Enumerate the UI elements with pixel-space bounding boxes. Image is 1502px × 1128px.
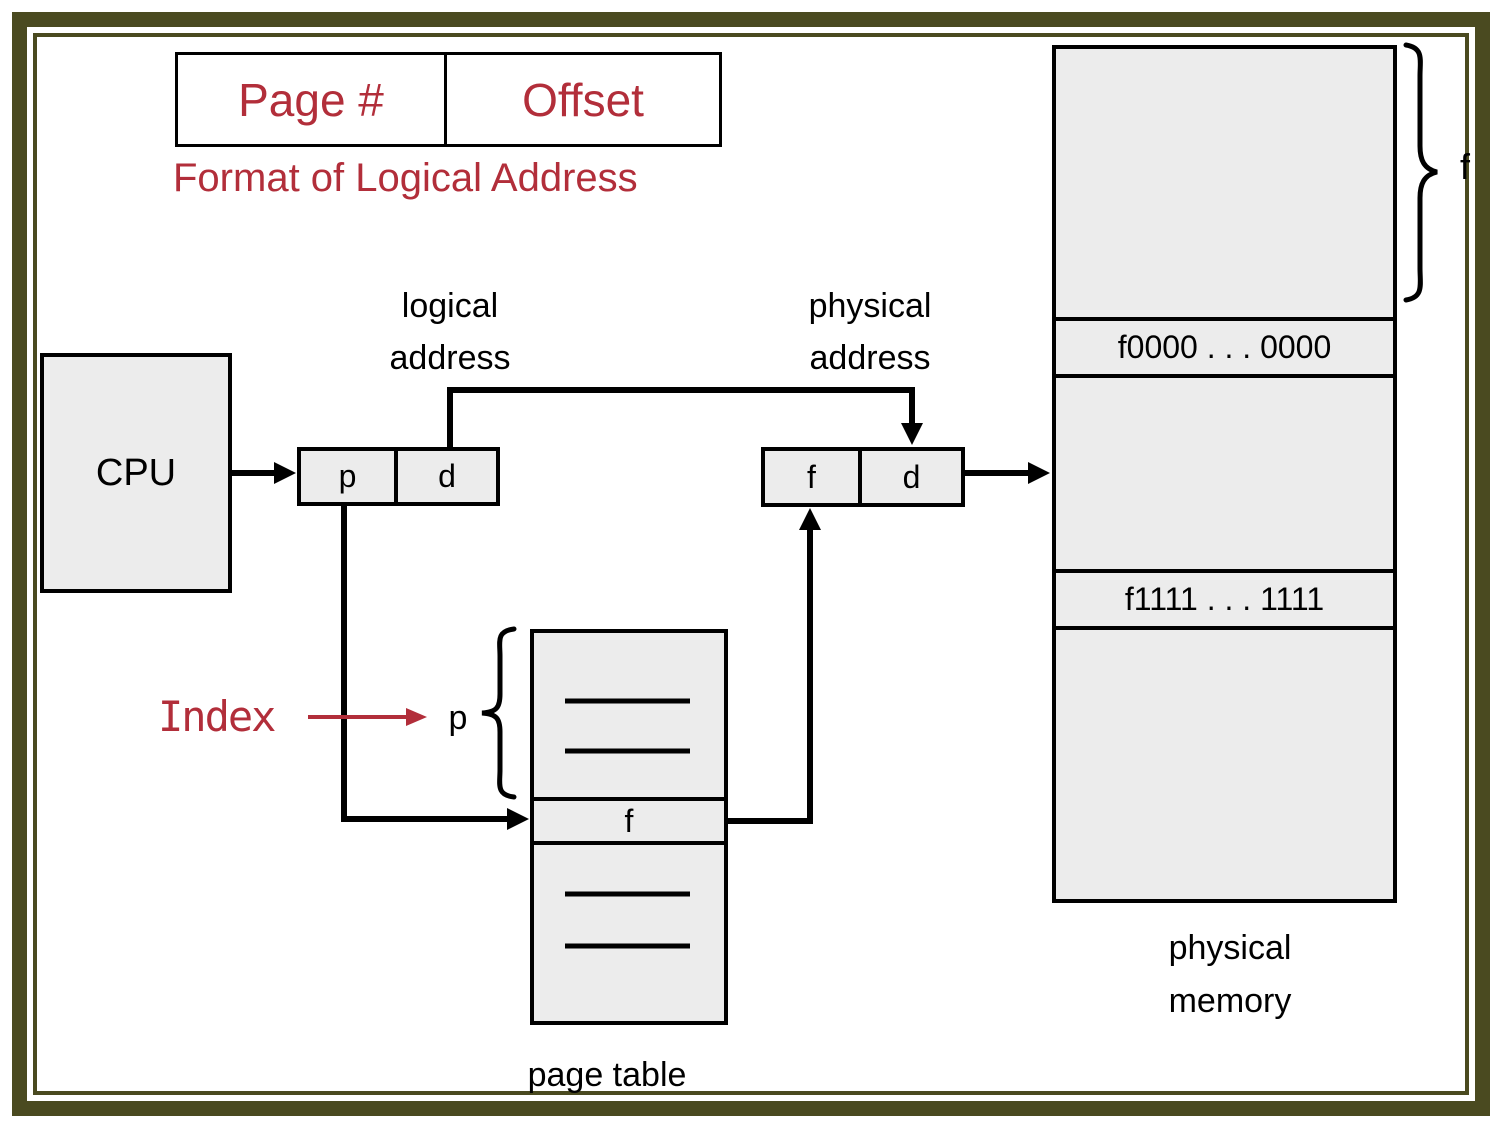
logical-d-cell: d (438, 458, 456, 494)
physical-address-label: physical address (770, 280, 970, 384)
logical-address-format-box: Page # Offset (175, 52, 722, 147)
cpu-box: CPU (40, 353, 232, 593)
offset-field-label: Offset (522, 73, 644, 126)
physical-address-register: f d (761, 447, 965, 507)
slide-outer-frame (12, 12, 1490, 1116)
cpu-label: CPU (95, 451, 177, 494)
logical-address-register: p d (297, 447, 500, 506)
physical-f-cell: f (765, 451, 862, 503)
physical-memory-caption-line1: physical (1168, 929, 1292, 967)
logical-address-label-line2: address (389, 339, 511, 377)
frame-size-label: f (1459, 146, 1470, 187)
index-p-label: p (448, 699, 468, 737)
physical-memory-caption: physical memory (1130, 922, 1330, 1028)
slide-inner-frame (33, 33, 1469, 1095)
physical-d-cell: d (902, 458, 921, 495)
page-table-caption: page table (527, 1056, 687, 1094)
logical-address-label: logical address (350, 280, 550, 384)
page-table-f-entry: f (534, 797, 724, 845)
index-annotation-label: Index (158, 692, 276, 741)
page-number-field-label: Page # (178, 55, 447, 144)
physical-address-label-line1: physical (808, 287, 932, 325)
page-table-box: f (530, 629, 728, 1025)
physical-memory-caption-line2: memory (1168, 982, 1292, 1020)
memory-frame-row-top: f0000 . . . 0000 (1056, 317, 1393, 378)
format-caption: Format of Logical Address (173, 156, 638, 200)
logical-address-label-line1: logical (401, 287, 499, 325)
physical-address-label-line2: address (809, 339, 931, 377)
physical-memory-box: f0000 . . . 0000 f1111 . . . 1111 (1052, 45, 1397, 903)
memory-frame-row-bottom: f1111 . . . 1111 (1056, 569, 1393, 630)
logical-p-cell: p (301, 451, 398, 502)
